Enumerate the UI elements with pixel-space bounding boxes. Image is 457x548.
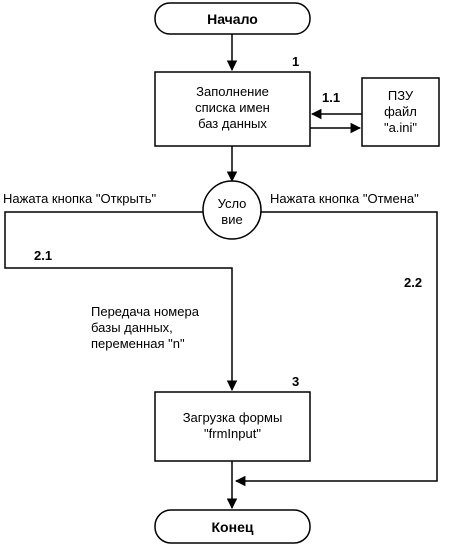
fill-list-line-2: списка имен [195, 100, 270, 115]
load-form-line-2: "frmInput" [204, 426, 261, 441]
load-form-line-1: Загрузка формы [182, 410, 283, 425]
rom-line-2: файл [384, 104, 417, 119]
condition-line-2: вие [221, 212, 243, 227]
end-label: Конец [211, 518, 254, 535]
start-label: Начало [207, 10, 258, 27]
load-form-process [154, 391, 311, 462]
rom-line-3: "a.ini" [383, 120, 418, 135]
transfer-line-2: базы данных, [91, 320, 173, 335]
branch-open-line [4, 211, 233, 380]
condition-line-1: Усло [217, 196, 247, 211]
condition-label: Усло вие [203, 196, 261, 228]
fill-list-label: Заполнение списка имен баз данных [155, 84, 310, 132]
rom-line-1: ПЗУ [387, 88, 414, 103]
transfer-label: Передача номера базы данных, переменная … [91, 304, 199, 352]
step-number-1-1: 1.1 [322, 90, 341, 105]
branch-cancel-line [234, 211, 438, 487]
load-form-label: Загрузка формы "frmInput" [155, 410, 310, 442]
condition-circle [202, 180, 262, 240]
fill-list-line-3: баз данных [198, 116, 267, 131]
step-number-3: 3 [292, 374, 300, 389]
step-number-1: 1 [292, 54, 300, 69]
step-number-2-1: 2.1 [34, 248, 53, 263]
fill-list-process [154, 71, 311, 147]
step-number-2-2: 2.2 [404, 275, 423, 290]
rom-file-box [361, 77, 440, 147]
fill-list-line-1: Заполнение [196, 84, 269, 99]
end-terminator [154, 509, 311, 544]
open-pressed-label: Нажата кнопка "Открыть" [3, 191, 157, 206]
transfer-line-3: переменная "n" [91, 336, 185, 351]
rom-label: ПЗУ файл "a.ini" [362, 88, 439, 136]
cancel-pressed-label: Нажата кнопка "Отмена" [270, 191, 419, 206]
transfer-line-1: Передача номера [91, 304, 199, 319]
